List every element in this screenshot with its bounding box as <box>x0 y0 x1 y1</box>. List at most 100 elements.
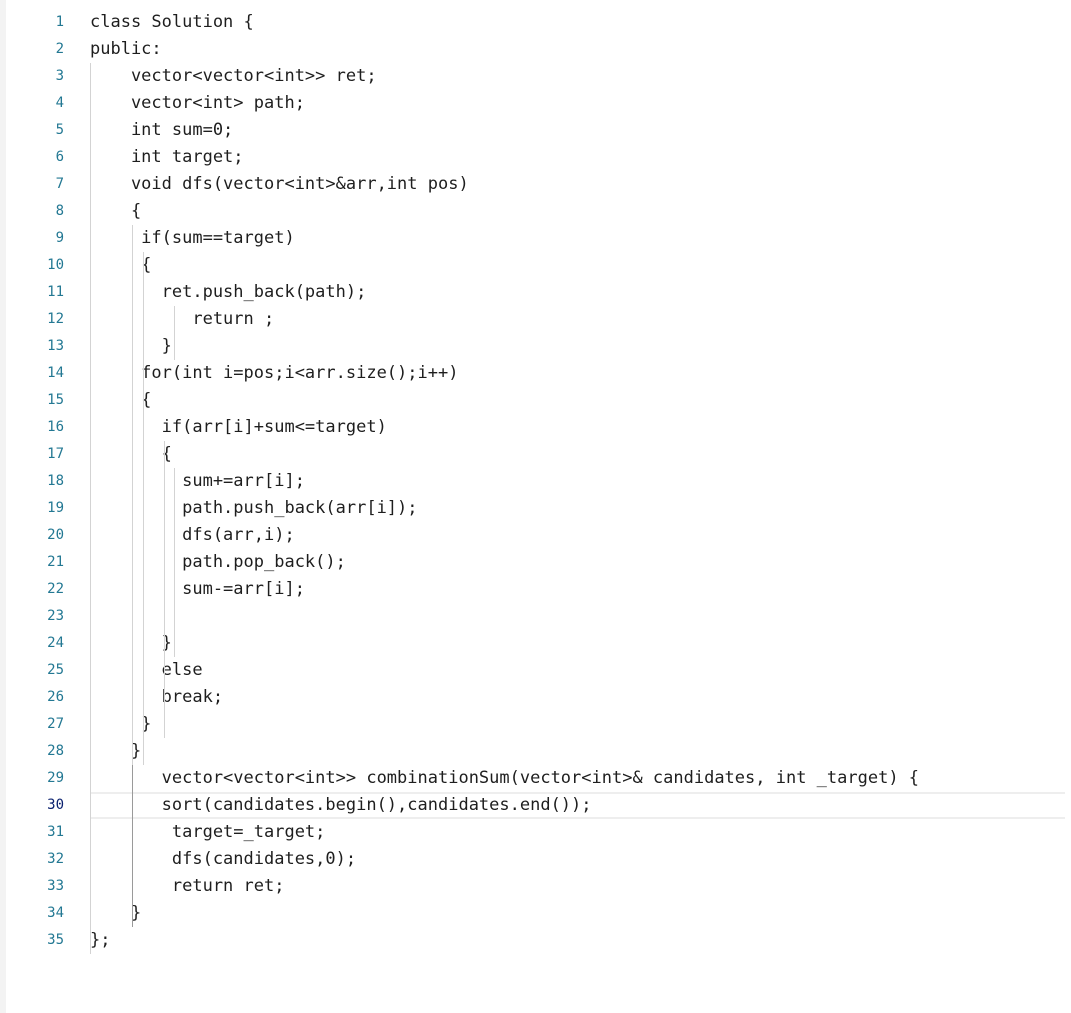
code-line-text: sort(candidates.begin(),candidates.end()… <box>90 795 592 815</box>
code-line[interactable]: if(sum==target) <box>90 225 1065 252</box>
code-line[interactable]: { <box>90 198 1065 225</box>
code-line[interactable]: else <box>90 657 1065 684</box>
code-line[interactable]: public: <box>90 36 1065 63</box>
code-area[interactable]: class Solution { public: vector<vector<in… <box>90 9 1065 954</box>
code-line-text: { <box>90 201 142 221</box>
line-number: 25 <box>47 662 64 678</box>
code-line-text: dfs(candidates,0); <box>90 849 357 869</box>
code-line[interactable]: { <box>90 252 1065 279</box>
line-number: 8 <box>55 203 64 219</box>
line-number: 6 <box>55 149 64 165</box>
line-number: 9 <box>55 230 64 246</box>
line-number: 4 <box>55 95 64 111</box>
line-number: 7 <box>55 176 64 192</box>
line-number: 33 <box>47 878 64 894</box>
code-line-text: public: <box>90 39 162 59</box>
code-line-text: { <box>90 390 152 410</box>
code-line-text: if(arr[i]+sum<=target) <box>90 417 387 437</box>
code-line-text: } <box>90 336 172 356</box>
code-line-text: } <box>90 741 142 761</box>
code-line[interactable]: path.push_back(arr[i]); <box>90 495 1065 522</box>
line-number: 3 <box>55 68 64 84</box>
indent-guide <box>132 225 133 765</box>
code-line[interactable]: target=_target; <box>90 819 1065 846</box>
line-number: 24 <box>47 635 64 651</box>
code-line-text: if(sum==target) <box>90 228 295 248</box>
line-number: 16 <box>47 419 64 435</box>
code-line[interactable]: for(int i=pos;i<arr.size();i++) <box>90 360 1065 387</box>
code-line-current[interactable]: sort(candidates.begin(),candidates.end()… <box>90 792 1065 819</box>
code-line[interactable] <box>90 603 1065 630</box>
code-line[interactable]: int target; <box>90 144 1065 171</box>
code-line[interactable]: sum-=arr[i]; <box>90 576 1065 603</box>
code-line-text: int sum=0; <box>90 120 234 140</box>
line-number: 18 <box>47 473 64 489</box>
code-line-text: { <box>90 255 152 275</box>
code-line[interactable]: } <box>90 333 1065 360</box>
line-number: 14 <box>47 365 64 381</box>
line-number: 21 <box>47 554 64 570</box>
code-line-text: sum+=arr[i]; <box>90 471 305 491</box>
line-number: 22 <box>47 581 64 597</box>
code-line[interactable]: } <box>90 900 1065 927</box>
code-line-text: void dfs(vector<int>&arr,int pos) <box>90 174 469 194</box>
editor-left-margin <box>0 0 6 1013</box>
line-number: 31 <box>47 824 64 840</box>
code-line[interactable]: }; <box>90 927 1065 954</box>
code-line[interactable]: break; <box>90 684 1065 711</box>
line-number: 19 <box>47 500 64 516</box>
code-line[interactable]: vector<int> path; <box>90 90 1065 117</box>
line-number: 15 <box>47 392 64 408</box>
line-number: 17 <box>47 446 64 462</box>
code-line[interactable]: } <box>90 738 1065 765</box>
indent-guide <box>90 63 91 954</box>
line-number: 34 <box>47 905 64 921</box>
code-line-text: break; <box>90 687 224 707</box>
code-line[interactable]: void dfs(vector<int>&arr,int pos) <box>90 171 1065 198</box>
code-line-text: }; <box>90 930 111 950</box>
line-number: 10 <box>47 257 64 273</box>
code-line[interactable]: vector<vector<int>> ret; <box>90 63 1065 90</box>
code-line[interactable]: sum+=arr[i]; <box>90 468 1065 495</box>
code-line-text: vector<vector<int>> ret; <box>90 66 377 86</box>
indent-guide <box>164 441 165 738</box>
code-line-text: sum-=arr[i]; <box>90 579 305 599</box>
code-line[interactable]: vector<vector<int>> combinationSum(vecto… <box>90 765 1065 792</box>
indent-guide <box>132 765 133 927</box>
code-line[interactable]: return ret; <box>90 873 1065 900</box>
code-line[interactable]: { <box>90 387 1065 414</box>
line-number: 32 <box>47 851 64 867</box>
indent-guide <box>143 252 144 765</box>
code-line[interactable]: int sum=0; <box>90 117 1065 144</box>
line-number: 27 <box>47 716 64 732</box>
code-line[interactable]: dfs(arr,i); <box>90 522 1065 549</box>
code-line-text: } <box>90 714 152 734</box>
code-line-text: target=_target; <box>90 822 326 842</box>
code-line-text: else <box>90 660 203 680</box>
code-line[interactable]: ret.push_back(path); <box>90 279 1065 306</box>
code-line-text: path.pop_back(); <box>90 552 346 572</box>
indent-guide <box>174 306 175 360</box>
code-line-text: int target; <box>90 147 244 167</box>
code-line-text: dfs(arr,i); <box>90 525 295 545</box>
code-line-text: for(int i=pos;i<arr.size();i++) <box>90 363 459 383</box>
code-line-text: } <box>90 633 172 653</box>
code-line[interactable]: path.pop_back(); <box>90 549 1065 576</box>
code-line[interactable]: } <box>90 711 1065 738</box>
code-line[interactable]: return ; <box>90 306 1065 333</box>
line-number: 26 <box>47 689 64 705</box>
code-line[interactable]: } <box>90 630 1065 657</box>
code-line-text: class Solution { <box>90 12 254 32</box>
code-line[interactable]: dfs(candidates,0); <box>90 846 1065 873</box>
line-number: 1 <box>55 14 64 30</box>
code-line-text: path.push_back(arr[i]); <box>90 498 418 518</box>
line-number: 30 <box>47 797 64 813</box>
code-line[interactable]: if(arr[i]+sum<=target) <box>90 414 1065 441</box>
code-line[interactable]: { <box>90 441 1065 468</box>
code-line-text: vector<vector<int>> combinationSum(vecto… <box>90 768 920 788</box>
line-number: 20 <box>47 527 64 543</box>
line-number: 13 <box>47 338 64 354</box>
code-line[interactable]: class Solution { <box>90 9 1065 36</box>
